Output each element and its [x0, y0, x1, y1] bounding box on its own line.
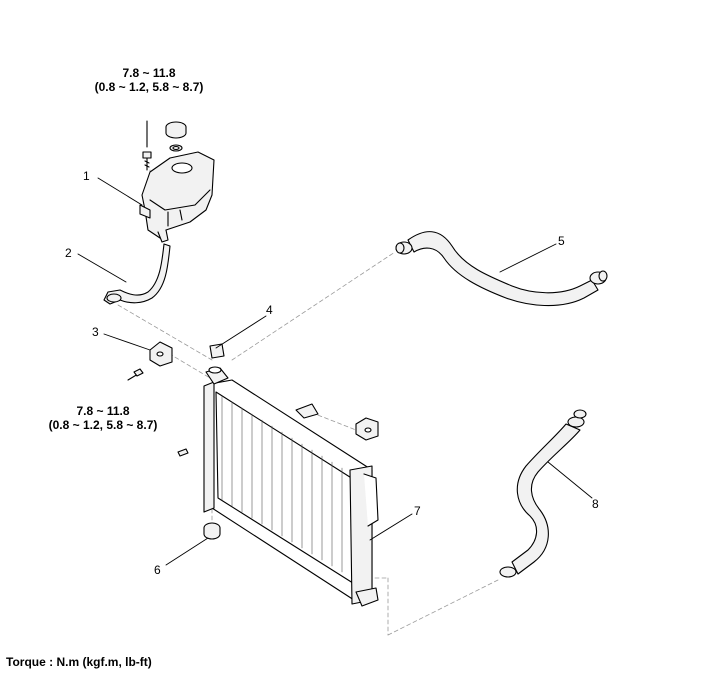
- callout-7: 7: [414, 504, 421, 518]
- torque-label-left: 7.8 ~ 11.8 (0.8 ~ 1.2, 5.8 ~ 8.7): [40, 404, 166, 432]
- reservoir-bolt: [142, 120, 152, 171]
- callout-4: 4: [266, 303, 273, 317]
- torque-left-value: 7.8 ~ 11.8: [76, 404, 130, 418]
- callout-leaders: [77, 177, 593, 566]
- callout-3: 3: [92, 325, 99, 339]
- torque-units-footer: Torque : N.m (kgf.m, lb-ft): [6, 655, 152, 669]
- torque-top-value: 7.8 ~ 11.8: [122, 66, 176, 80]
- callout-2: 2: [65, 246, 72, 260]
- overflow-hose: [103, 243, 171, 305]
- reservoir-cap: [165, 121, 187, 152]
- callout-8: 8: [592, 497, 599, 511]
- torque-left-units: (0.8 ~ 1.2, 5.8 ~ 8.7): [48, 418, 158, 432]
- torque-label-top: 7.8 ~ 11.8 (0.8 ~ 1.2, 5.8 ~ 8.7): [86, 66, 212, 94]
- upper-mount-bracket-right: [355, 417, 379, 441]
- radiator-core: [203, 366, 379, 607]
- drain-plug: [177, 448, 189, 457]
- hose-clip: [295, 403, 319, 419]
- torque-top-units: (0.8 ~ 1.2, 5.8 ~ 8.7): [94, 80, 204, 94]
- upper-insulator: [209, 343, 225, 359]
- upper-mount-bracket-left: [149, 341, 173, 367]
- upper-radiator-hose: [395, 231, 608, 307]
- lower-insulator: [203, 522, 221, 540]
- coolant-reservoir: [139, 151, 215, 243]
- callout-6: 6: [154, 563, 161, 577]
- callout-1: 1: [83, 169, 90, 183]
- mount-bolt-left: [127, 368, 144, 381]
- lower-radiator-hose: [499, 409, 587, 578]
- callout-5: 5: [558, 234, 565, 248]
